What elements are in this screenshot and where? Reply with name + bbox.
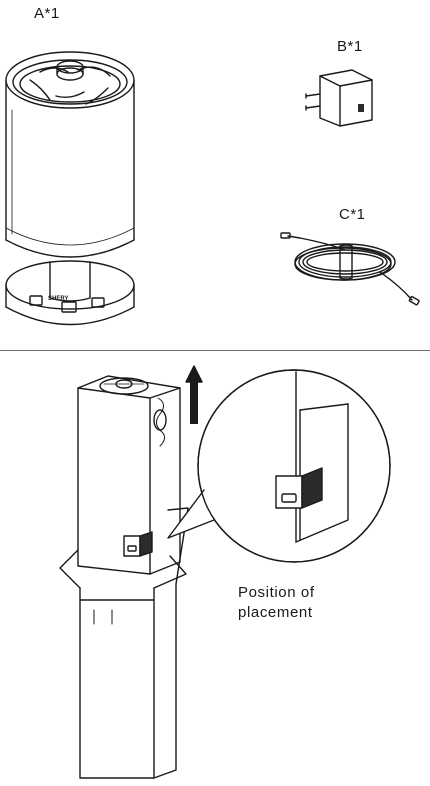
fan-lamp-icon [5, 51, 135, 326]
caption-line-2: placement [238, 604, 313, 621]
inner-box [77, 375, 181, 575]
section-divider [0, 350, 430, 351]
usb-cable-icon [280, 232, 420, 306]
part-c-label: C*1 [339, 206, 366, 223]
part-b-label: B*1 [337, 38, 363, 55]
magnifier-callout-icon [167, 369, 391, 563]
base-brand-text: SHERY [48, 296, 68, 302]
caption-line-1: Position of [238, 584, 315, 601]
part-a-label: A*1 [34, 5, 60, 22]
usb-charger-icon [305, 69, 373, 127]
upward-arrow-icon [185, 365, 203, 424]
placement-caption: Position of placement [238, 583, 315, 623]
outer-box [59, 507, 189, 779]
